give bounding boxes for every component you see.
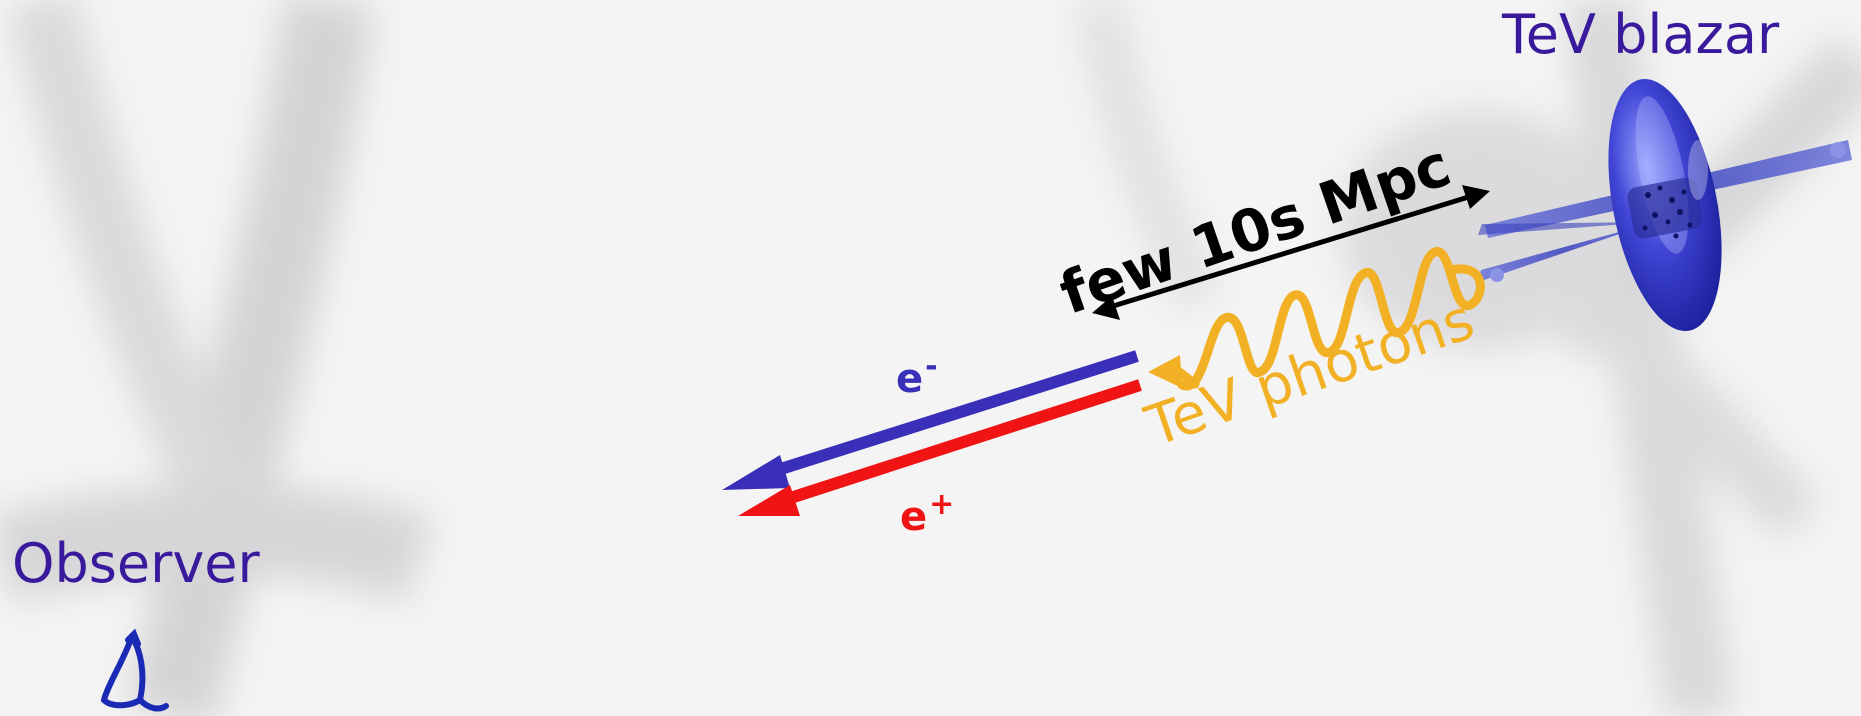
positron-label-sign: + (929, 487, 954, 522)
blazar-label: TeV blazar (1502, 8, 1779, 62)
positron-label-base: e (900, 494, 927, 540)
positron-label: e+ (900, 490, 954, 537)
electron-label-base: e (896, 356, 923, 402)
electron-label-sign: - (925, 349, 937, 384)
observer-label: Observer (12, 537, 260, 591)
electron-label: e- (896, 352, 938, 399)
